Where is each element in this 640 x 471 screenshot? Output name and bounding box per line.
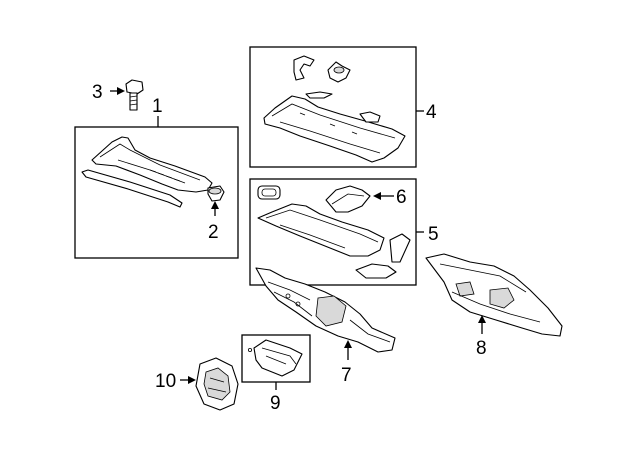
- box-1-frame: [74, 126, 239, 259]
- bracket-folds: [261, 347, 297, 365]
- dash-panel-contours: [267, 281, 391, 343]
- callout-6: 6: [396, 187, 407, 208]
- weatherstrip-seal: [81, 169, 183, 208]
- arrow-6: [373, 192, 381, 200]
- insulator-contours: [439, 263, 541, 323]
- cowl-panel-slots: [149, 169, 181, 182]
- callout-8: 8: [476, 338, 487, 359]
- seal-gasket: [257, 185, 281, 200]
- dash-panel-opening: [315, 295, 347, 327]
- reinforcement-bracket: [253, 339, 303, 377]
- insulator-cutout-1: [489, 287, 515, 309]
- bracket-screw: [247, 347, 252, 352]
- bolt-threads: [129, 95, 138, 106]
- upper-cowl-holes: [299, 112, 358, 135]
- access-cover-ribs: [207, 377, 227, 393]
- callout-4: 4: [426, 102, 437, 123]
- arrow-7: [344, 340, 352, 348]
- arrow-10: [188, 376, 196, 384]
- callout-1: 1: [152, 96, 163, 117]
- arrow-8: [478, 315, 486, 323]
- arrow-2: [211, 201, 219, 209]
- arrow-3: [117, 87, 125, 95]
- dash-hole-2: [295, 301, 301, 307]
- callout-10: 10: [155, 371, 176, 392]
- group-bolt-3: [110, 79, 144, 111]
- callout-9: 9: [270, 393, 281, 414]
- group-part-8: [425, 253, 563, 337]
- retainer-clip-head: [208, 187, 222, 195]
- seal-gasket-inner: [261, 188, 277, 197]
- callout-2: 2: [208, 222, 219, 243]
- callout-7: 7: [341, 365, 352, 386]
- cowl-panel: [257, 203, 385, 257]
- callout-5: 5: [428, 224, 439, 245]
- bracket-left: [293, 55, 315, 81]
- group-box-9: [241, 334, 311, 390]
- clip-top-head: [333, 66, 345, 74]
- group-box-1: [74, 116, 239, 259]
- group-box-4: [249, 46, 424, 168]
- dash-hole-1: [285, 293, 291, 299]
- group-box-5: [249, 178, 424, 286]
- cowl-panel-ribs: [265, 209, 379, 249]
- upper-cowl-ribs: [271, 103, 396, 154]
- bracket-right: [359, 111, 381, 123]
- upper-cowl-panel: [263, 95, 406, 163]
- side-bracket: [389, 233, 411, 263]
- pad-small: [305, 91, 333, 99]
- bolt-shank: [129, 92, 138, 111]
- lower-bracket: [355, 263, 397, 279]
- insulator-cutout-2: [455, 281, 475, 297]
- cowl-extension-edge: [331, 193, 365, 205]
- box-4-frame: [249, 46, 417, 168]
- cowl-extension: [325, 185, 371, 213]
- bolt: [125, 79, 144, 95]
- access-cover-inner: [203, 367, 231, 401]
- group-part-10: [180, 357, 239, 411]
- group-part-7: [255, 267, 396, 360]
- callout-3: 3: [92, 82, 103, 103]
- cowl-vent-panel: [91, 136, 213, 193]
